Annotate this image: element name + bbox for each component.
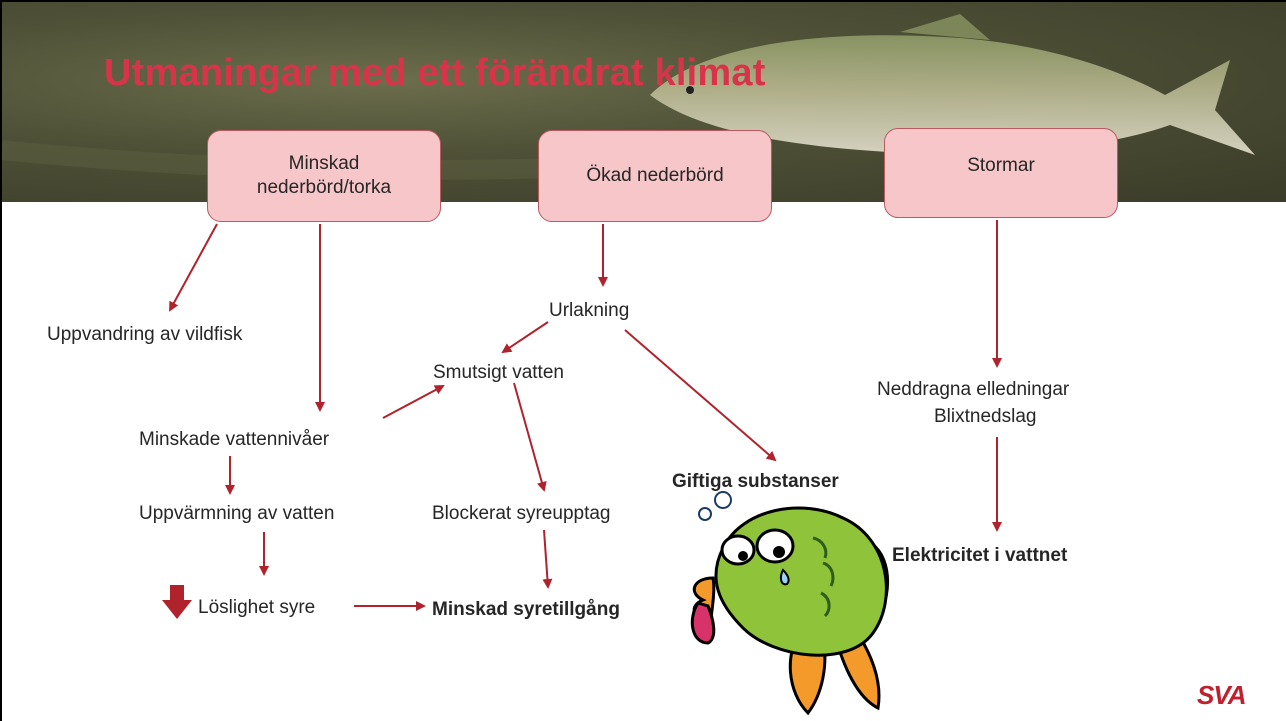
frame-top-edge [0,0,1286,2]
sva-logo: SVA [1197,680,1246,711]
arrow-urlakning-smutsigt [503,322,548,352]
arrow-smutsigt-blockerat [514,383,544,490]
arrow-urlakning-giftiga [625,330,775,460]
arrow-torka-uppvandring [170,224,217,310]
sick-fish-icon [683,478,933,721]
arrow-vattenniva-smutsigt [383,386,443,418]
arrow-blockerat-minskad [544,530,548,587]
frame-left-edge [0,0,2,721]
down-arrow-icon [162,585,192,619]
